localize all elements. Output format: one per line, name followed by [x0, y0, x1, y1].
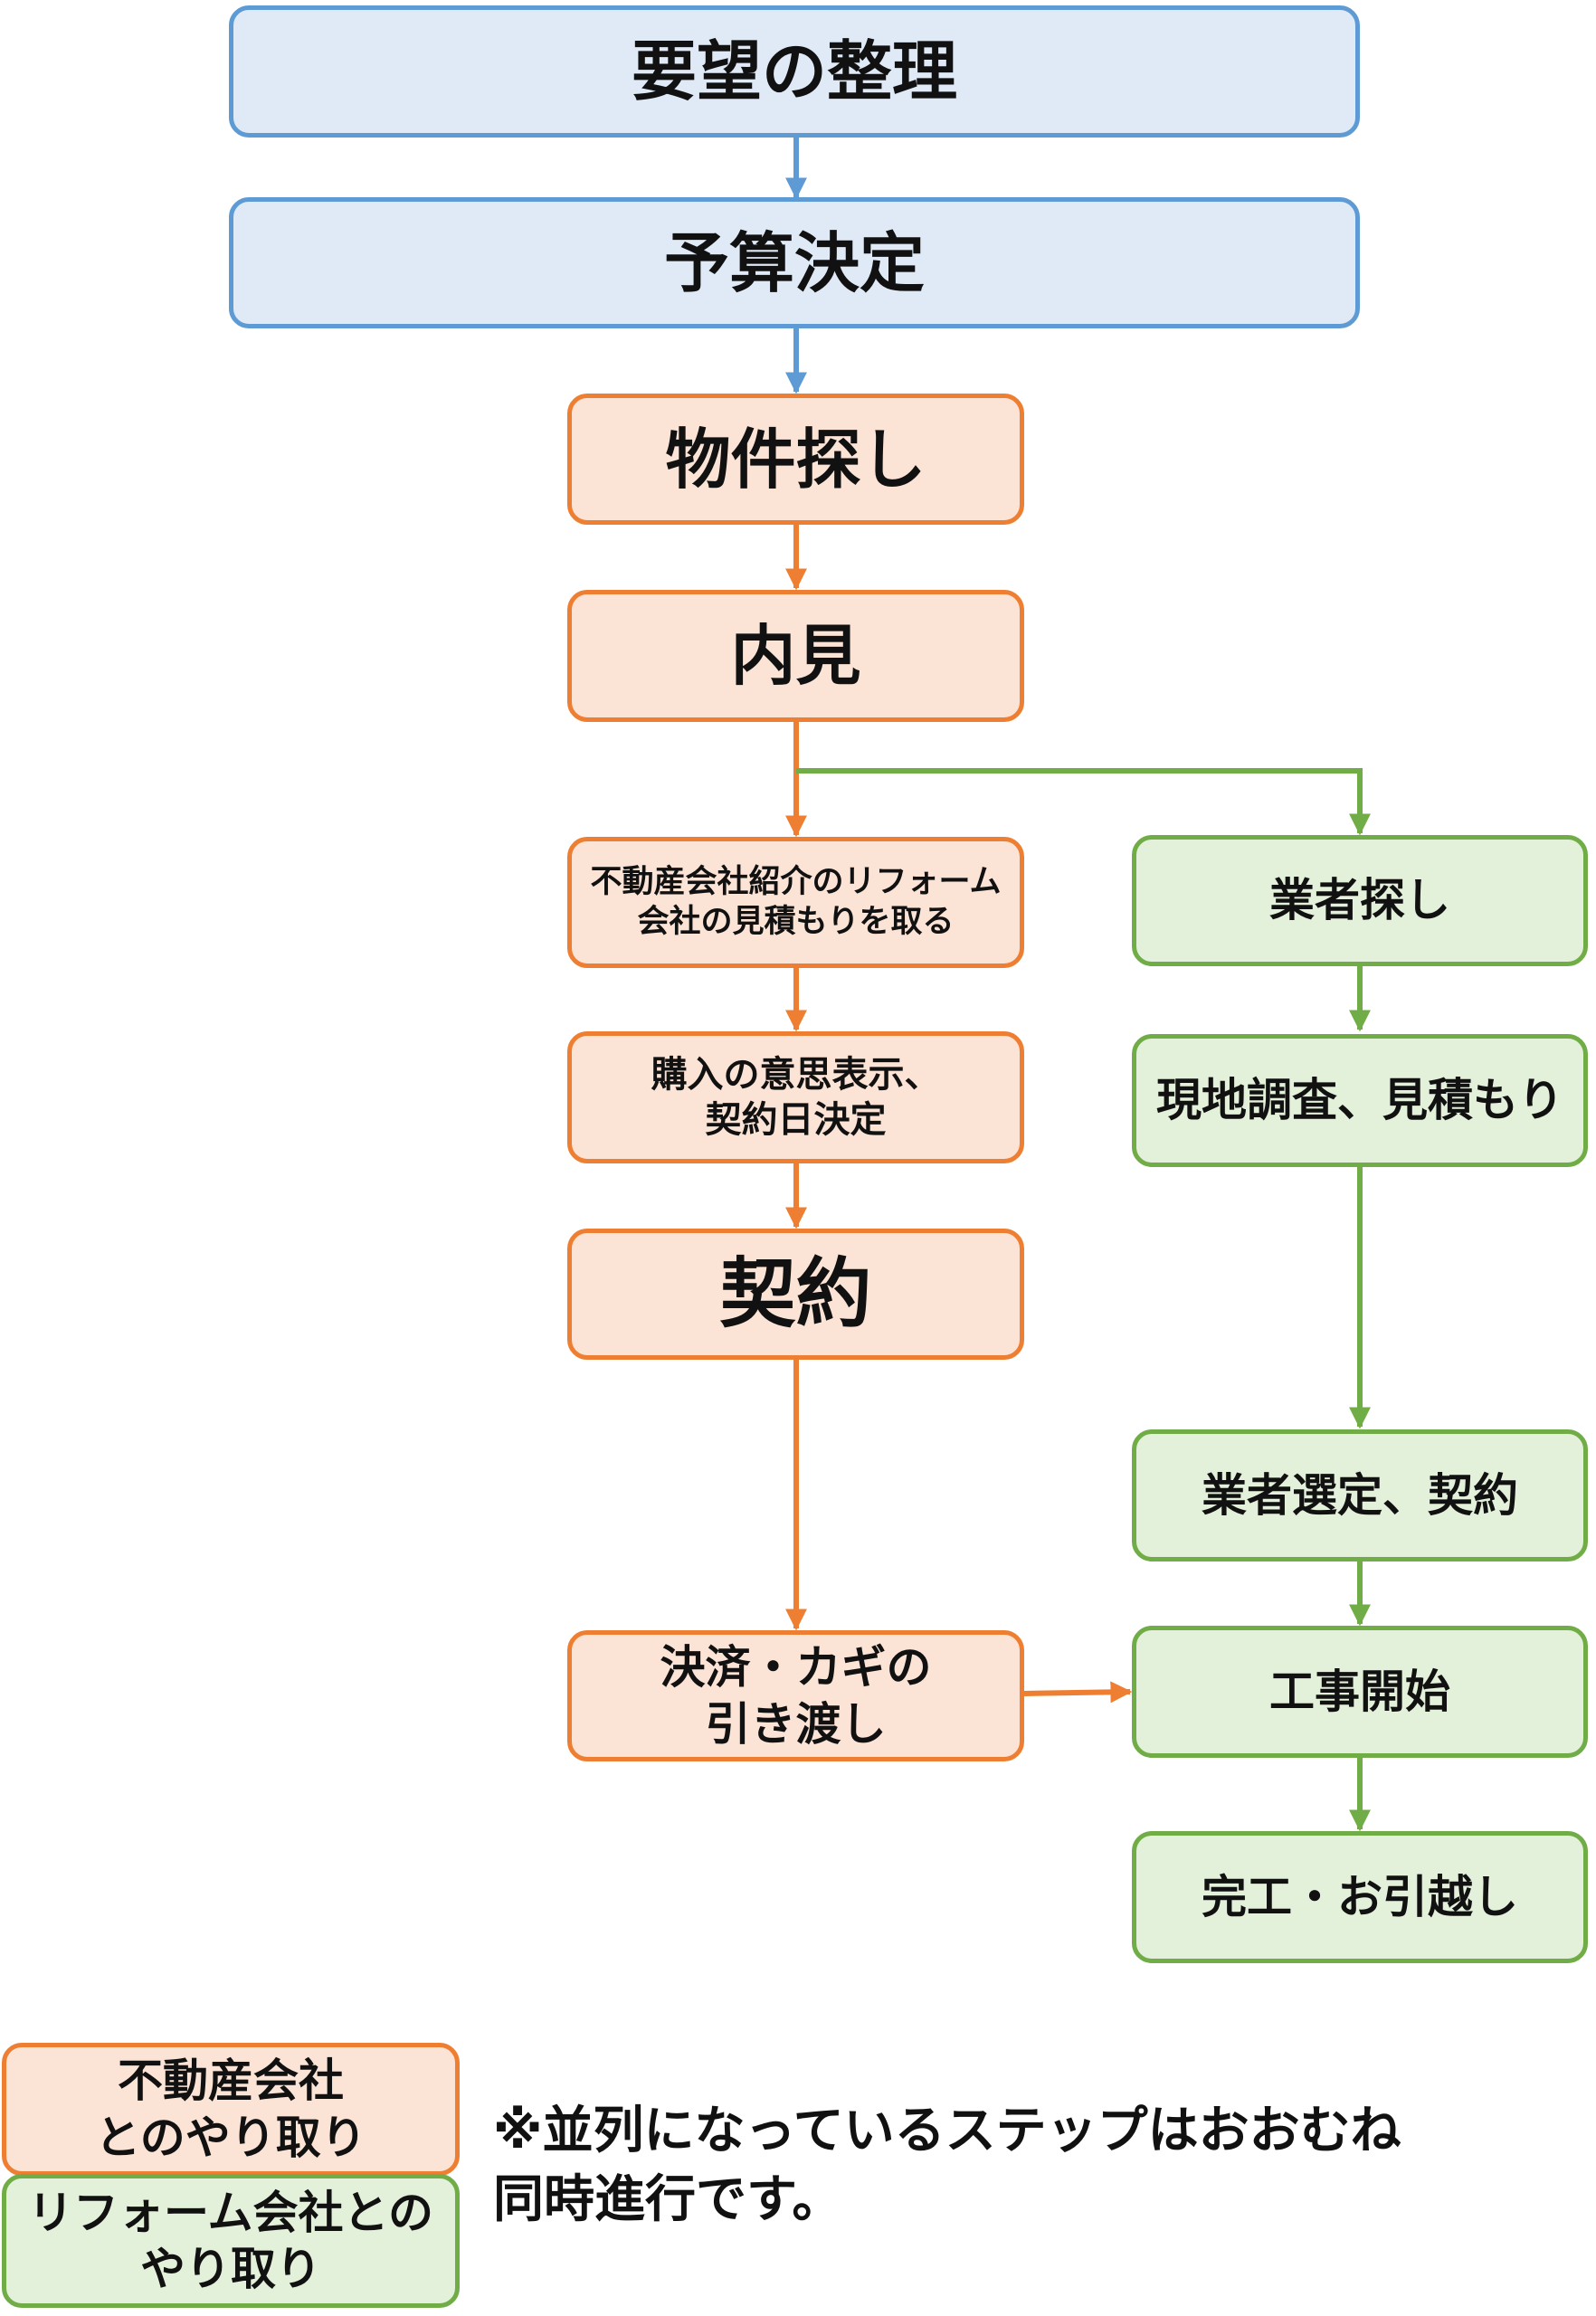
step-property-search-label: 物件探し	[665, 421, 926, 498]
step-viewing: 内見	[567, 590, 1024, 722]
step-viewing-label: 内見	[730, 618, 861, 694]
step-requirements-label: 要望の整理	[631, 33, 957, 109]
step-settlement-label-line2: 引き渡し	[705, 1697, 887, 1751]
step-reform-quote-label-line2: 会社の見積もりを取る	[637, 903, 955, 940]
step-site-survey-label: 現地調査、見積もり	[1156, 1074, 1563, 1127]
legend-real-estate-label-line2: とのやり取り	[95, 2111, 366, 2164]
legend-real-estate-label-line1: 不動産会社	[118, 2055, 344, 2107]
step-purchase-intent-label-line2: 契約日決定	[705, 1099, 887, 1141]
step-reform-quote: 不動産会社紹介のリフォーム 会社の見積もりを取る	[567, 837, 1024, 968]
step-budget-label: 予算決定	[663, 224, 925, 301]
legend-reform-label-line2: やり取り	[140, 2243, 321, 2295]
arrow-viewing-to-contractor-search	[796, 768, 1371, 836]
step-contractor-search-label: 業者探し	[1269, 874, 1450, 927]
parallel-steps-note: ※並列になっているステップはおおむね 同時進行です。	[493, 2097, 1401, 2234]
step-reform-quote-label-line1: 不動産会社紹介のリフォーム	[590, 863, 1002, 900]
step-site-survey: 現地調査、見積もり	[1132, 1034, 1588, 1167]
parallel-steps-note-line1: ※並列になっているステップはおおむね	[493, 2102, 1401, 2160]
step-contractor-selection: 業者選定、契約	[1132, 1429, 1588, 1561]
step-requirements: 要望の整理	[229, 5, 1360, 138]
step-construction-start-label: 工事開始	[1269, 1665, 1450, 1718]
step-budget: 予算決定	[229, 197, 1360, 328]
legend-reform-label-line1: リフォーム会社との	[28, 2186, 433, 2239]
step-completion-label: 完工・お引越し	[1202, 1870, 1518, 1923]
step-contract: 契約	[567, 1229, 1024, 1360]
step-settlement: 決済・カギの 引き渡し	[567, 1630, 1024, 1761]
step-construction-start: 工事開始	[1132, 1626, 1588, 1758]
step-purchase-intent: 購入の意思表示、 契約日決定	[567, 1031, 1024, 1163]
step-settlement-label-line1: 決済・カギの	[660, 1641, 932, 1694]
legend-real-estate: 不動産会社 とのやり取り	[2, 2043, 460, 2176]
step-property-search: 物件探し	[567, 394, 1024, 525]
step-completion: 完工・お引越し	[1132, 1831, 1588, 1963]
step-contractor-selection-label: 業者選定、契約	[1202, 1468, 1518, 1522]
step-contractor-search: 業者探し	[1132, 835, 1588, 966]
arrow-settlement-to-construction-start	[1023, 1681, 1133, 1704]
legend-reform: リフォーム会社との やり取り	[2, 2174, 460, 2308]
parallel-steps-note-line2: 同時進行です。	[493, 2169, 843, 2229]
step-contract-label: 契約	[719, 1249, 872, 1338]
step-purchase-intent-label-line1: 購入の意思表示、	[651, 1054, 941, 1096]
